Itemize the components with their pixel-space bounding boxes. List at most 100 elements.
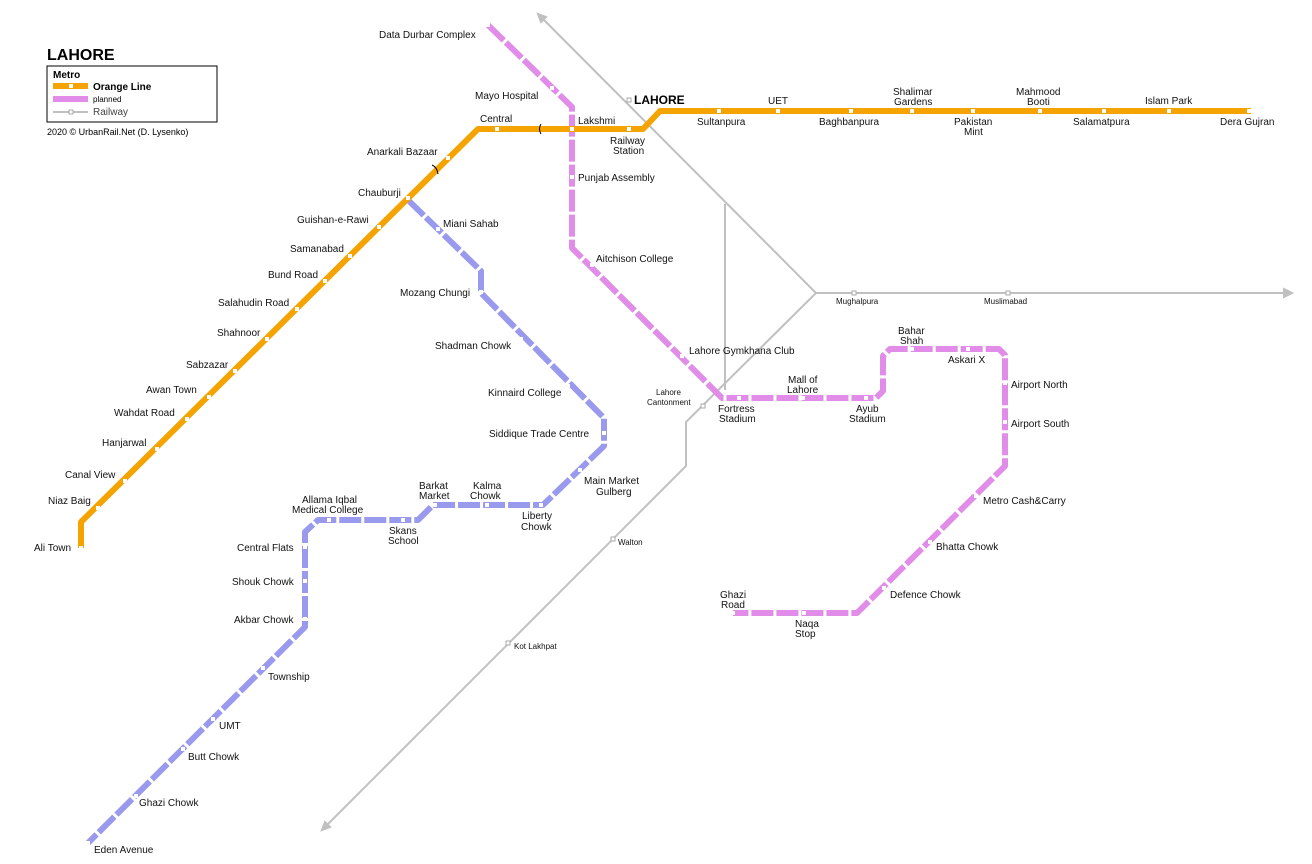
station-anarkali-bazaar [446, 156, 450, 160]
station-butt-chowk [181, 747, 185, 751]
legend-orange-station [69, 84, 73, 88]
label-shalimar-2: Gardens [894, 97, 932, 108]
station-wahdat-road [185, 417, 189, 421]
label-bhatta: Bhatta Chowk [936, 542, 999, 553]
station-gulshan-e-ravi [377, 225, 381, 229]
station-railway-station [627, 127, 631, 131]
label-metro-cash: Metro Cash&Carry [983, 496, 1066, 507]
label-canal-view: Canal View [65, 470, 116, 481]
label-miani-sahab: Miani Sahab [443, 219, 499, 230]
central-bracket [539, 123, 542, 135]
map-title: LAHORE [47, 47, 115, 64]
label-kinnaird: Kinnaird College [488, 388, 562, 399]
station-fortress [737, 396, 741, 400]
label-akbar: Akbar Chowk [234, 615, 294, 626]
railway-lines [320, 12, 1295, 832]
label-niaz-baig: Niaz Baig [48, 496, 91, 507]
rail-station-kot-lakhpat [505, 640, 511, 646]
label-bund-road: Bund Road [268, 270, 318, 281]
label-skans-2: School [388, 536, 419, 547]
label-siddique: Siddique Trade Centre [489, 429, 590, 440]
rail-station-mughalpura [851, 290, 857, 296]
label-mahmood-booti-1: Mahmood [1016, 87, 1060, 98]
station-mall-of-lahore [801, 396, 805, 400]
station-bund-road [323, 279, 327, 283]
interchange-marks [431, 123, 542, 175]
station-uet [776, 109, 780, 113]
station-ayub-stadium [864, 396, 868, 400]
label-allama-1: Allama Iqbal [302, 495, 357, 506]
station-islam-park [1167, 109, 1171, 113]
label-ghazi-road-1: Ghazi [720, 590, 746, 601]
rail-station-walton [610, 536, 616, 542]
label-mall-1: Mall of [788, 375, 818, 386]
station-barkat-market [433, 503, 437, 507]
label-data-durbar: Data Durbar Complex [379, 30, 476, 41]
railway-east-arrow [1283, 287, 1295, 299]
station-mayo-hospital [550, 86, 554, 90]
station-samanabad [348, 254, 352, 258]
station-baghbanpura [849, 109, 853, 113]
anarkali-bracket [431, 164, 439, 175]
station-sultanpura [717, 109, 721, 113]
label-punjab-assembly: Punjab Assembly [578, 173, 655, 184]
label-naqa-2: Stop [795, 629, 816, 640]
station-shadman-chowk [519, 337, 523, 341]
rail-station-lahore [626, 97, 632, 103]
station-punjab-assembly [570, 175, 574, 179]
label-liberty-1: Liberty [522, 511, 552, 522]
label-sabzazar: Sabzazar [186, 360, 229, 371]
station-hanjarwal [155, 447, 159, 451]
station-umt [211, 717, 215, 721]
label-ghazi-road-2: Road [721, 600, 745, 611]
label-central-flats: Central Flats [237, 543, 294, 554]
station-shahnoor [265, 337, 269, 341]
blue-labels: Miani Sahab Mozang Chungi Shadman Chowk … [94, 219, 639, 856]
label-kalma-1: Kalma [473, 481, 502, 492]
label-ali-town: Ali Town [34, 543, 71, 554]
label-kalma-2: Chowk [470, 491, 502, 502]
label-islam-park: Islam Park [1145, 96, 1193, 107]
label-ghazi-chowk: Ghazi Chowk [139, 798, 199, 809]
label-wahdat-road: Wahdat Road [114, 408, 175, 419]
station-ali-town [79, 546, 83, 550]
station-gymkhana [680, 354, 684, 358]
station-askari-x [966, 347, 970, 351]
label-shahnoor: Shahnoor [217, 328, 261, 339]
label-gymkhana: Lahore Gymkhana Club [689, 346, 795, 357]
station-salahudin-road [295, 307, 299, 311]
station-defence-chowk [882, 586, 886, 590]
station-allama-iqbal [327, 518, 331, 522]
label-fortress-1: Fortress [718, 404, 755, 415]
station-dera-gujran [1247, 109, 1251, 113]
label-allama-2: Medical College [292, 505, 364, 516]
station-shalimar-gardens [910, 109, 914, 113]
label-lakshmi: Lakshmi [578, 116, 615, 127]
label-baghbanpura: Baghbanpura [819, 117, 879, 128]
railway-nw-arrow [536, 12, 548, 24]
legend-railway-label: Railway [93, 107, 128, 118]
pink-labels: Data Durbar Complex Mayo Hospital Punjab… [379, 30, 1069, 640]
label-defence: Defence Chowk [890, 590, 962, 601]
label-fortress-2: Stadium [719, 414, 756, 425]
label-sultanpura: Sultanpura [697, 117, 746, 128]
legend-railway-station [68, 109, 74, 115]
label-chauburji: Chauburji [358, 188, 401, 199]
railway-stations [505, 97, 1011, 646]
label-salamatpura: Salamatpura [1073, 117, 1130, 128]
label-mughalpura: Mughalpura [836, 297, 879, 306]
city-label: LAHORE [634, 93, 685, 107]
station-mahmood-booti [1038, 109, 1042, 113]
label-main-market-2: Gulberg [596, 487, 632, 498]
label-mozang: Mozang Chungi [400, 288, 470, 299]
station-pakistan-mint [971, 109, 975, 113]
station-bhatta-chowk [928, 540, 932, 544]
label-dera-gujran: Dera Gujran [1220, 117, 1274, 128]
station-central-flats [303, 545, 307, 549]
label-liberty-2: Chowk [521, 522, 553, 533]
label-airport-north: Airport North [1011, 380, 1068, 391]
label-pakistan-mint-2: Mint [964, 127, 983, 138]
station-kalma-chowk [485, 503, 489, 507]
label-ayub-1: Ayub [856, 404, 879, 415]
label-cantonment-2: Cantonment [647, 398, 691, 407]
